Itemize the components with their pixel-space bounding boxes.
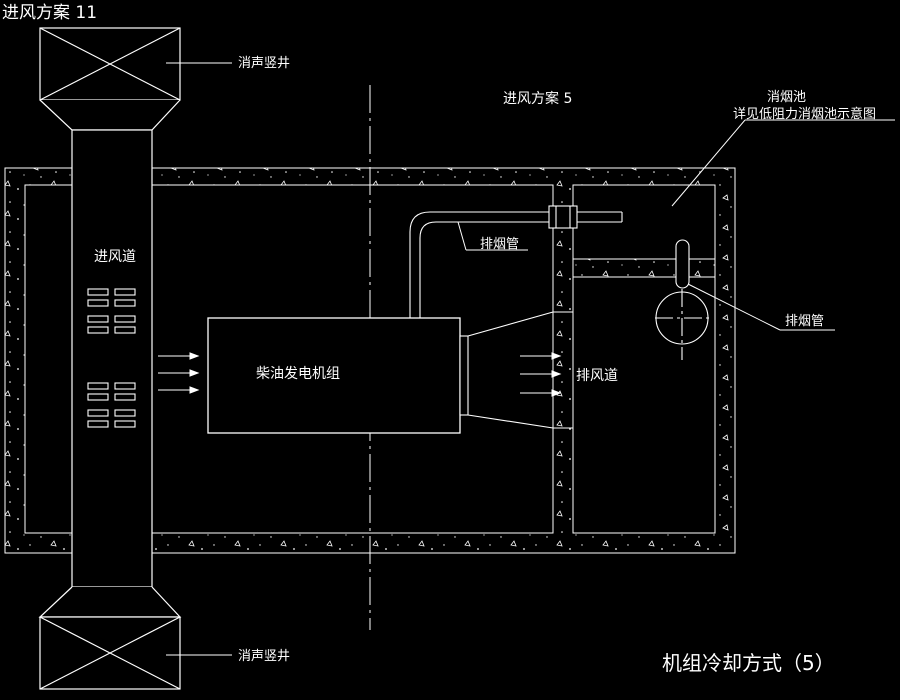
pool-duct (572, 258, 716, 278)
exhaust-pipe-label-2: 排烟管 (785, 314, 824, 329)
radiator-hood (459, 311, 554, 429)
exhaust-duct-label: 排风道 (576, 368, 618, 384)
exhaust-pipe (409, 205, 623, 318)
scheme-five-label: 进风方案 5 (503, 90, 572, 107)
intake-arrows (158, 352, 200, 394)
caption: 机组冷却方式（5） (662, 651, 835, 675)
exhaust-pipe-label-1: 排烟管 (480, 237, 519, 252)
silencer-shaft-top-label: 消声竖井 (238, 56, 290, 71)
smoke-pool-label: 消烟池 (767, 90, 806, 105)
intake-shaft (38, 27, 182, 690)
louver-grille (87, 288, 136, 428)
generator-set-label: 柴油发电机组 (256, 366, 340, 382)
exhaust-arrows (520, 352, 562, 397)
intake-duct-label: 进风道 (94, 249, 136, 265)
generator-set-box (207, 317, 461, 434)
exhaust-valve (655, 239, 710, 360)
smoke-pool-note: 详见低阻力消烟池示意图 (733, 106, 876, 122)
corner-title: 进风方案 11 (2, 3, 97, 23)
silencer-shaft-bottom-label: 消声竖井 (238, 649, 290, 664)
leader-lines (166, 62, 895, 656)
